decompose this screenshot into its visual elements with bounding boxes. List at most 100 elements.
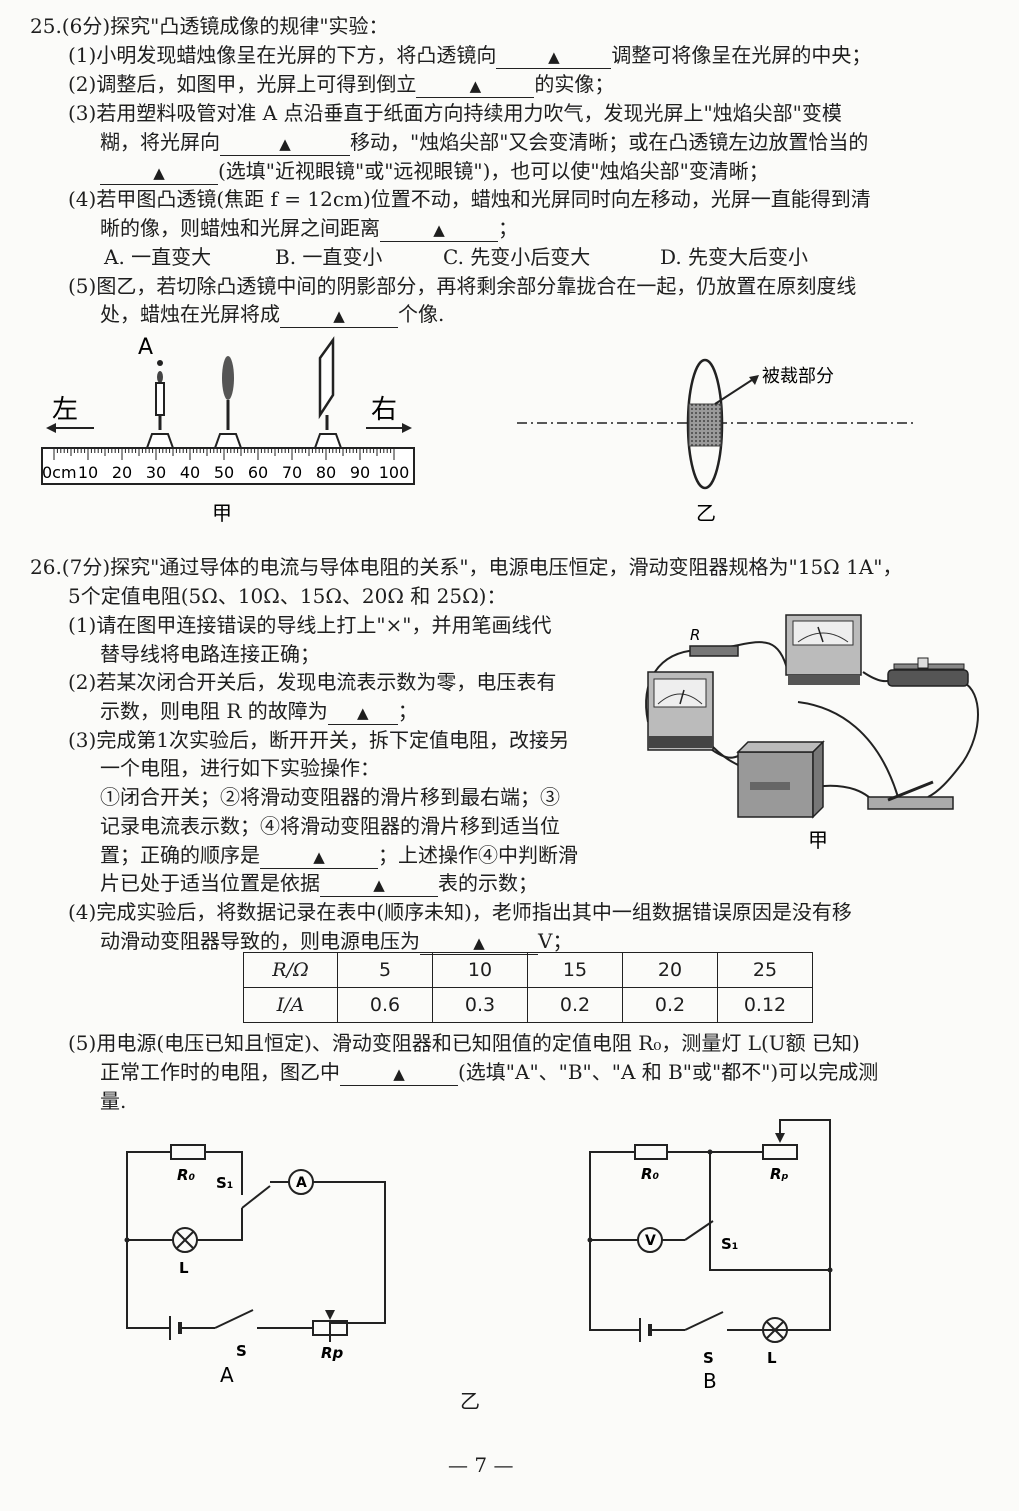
circuit-diagram-b: R₀ Rₚ V S₁ S L B	[587, 1119, 833, 1393]
q25-part5-line2: 处，蜡烛在光屏将成▲个像.	[100, 302, 445, 328]
q26-part3-line5: 置；正确的顺序是▲；上述操作④中判断滑	[100, 843, 578, 869]
q26-part5-line2: 正常工作时的电阻，图乙中▲(选填"A"、"B"、"A 和 B"或"都不")可以完…	[100, 1060, 879, 1086]
table-cell: 0.2	[622, 987, 718, 1023]
table-row: I/A 0.6 0.3 0.2 0.2 0.12	[243, 987, 813, 1023]
ruler-tick-label: 90	[350, 463, 370, 482]
switch-s	[684, 1311, 724, 1331]
s1-label: S₁	[721, 1235, 738, 1253]
q25-part3-line2: 糊，将光屏向▲移动，"烛焰尖部"又会变清晰；或在凸透镜左边放置恰当的	[100, 130, 869, 156]
q26-part3-line3: ①闭合开关；②将滑动变阻器的滑片移到最右端；③	[100, 785, 560, 809]
switch	[867, 780, 954, 810]
answer-blank[interactable]: ▲	[380, 217, 498, 242]
q25-heading: 25.(6分)探究"凸透镜成像的规律"实验：	[30, 14, 389, 38]
convex-lens	[213, 356, 243, 449]
q25-part2: (2)调整后，如图甲，光屏上可得到倒立▲的实像；	[68, 72, 615, 98]
light-screen	[313, 336, 343, 449]
table-cell: 0.3	[432, 987, 528, 1023]
ruler-tick-label: 10	[78, 463, 98, 482]
battery	[736, 740, 825, 819]
table-cell: 15	[527, 952, 623, 988]
q25-part5-line1: (5)图乙，若切除凸透镜中间的阴影部分，再将剩余部分靠拢合在一起，仍放置在原刻度…	[68, 274, 857, 298]
figure-caption-jia-2: 甲	[808, 828, 828, 852]
q25-part3-line3: ▲(选填"近视眼镜"或"远视眼镜")，也可以使"烛焰尖部"变清晰；	[100, 157, 769, 185]
candle	[145, 371, 175, 449]
figure-caption-jia: 甲	[212, 501, 232, 525]
q26-heading: 26.(7分)探究"通过导体的电流与导体电阻的关系"，电源电压恒定，滑动变阻器规…	[30, 555, 903, 579]
table-header-r: R/Ω	[243, 952, 338, 988]
ruler-tick-label: 30	[146, 463, 166, 482]
answer-blank[interactable]: ▲	[260, 844, 378, 869]
q25-part1: (1)小明发现蜡烛像呈在光屏的下方，将凸透镜向▲调整可将像呈在光屏的中央；	[68, 43, 872, 69]
table-cell: 20	[622, 952, 718, 988]
right-label: 右	[371, 395, 397, 425]
answer-blank[interactable]: ▲	[100, 160, 218, 185]
voltmeter-symbol: V	[645, 1233, 656, 1249]
q25-part4-line2: 晰的像，则蜡烛和光屏之间距离▲；	[100, 216, 518, 242]
shaded-cut-region	[688, 403, 722, 447]
table-cell: 5	[337, 952, 433, 988]
table-cell: 0.12	[717, 987, 813, 1023]
figure-caption-yi: 乙	[696, 501, 716, 525]
s1-label: S₁	[216, 1174, 233, 1192]
answer-blank[interactable]: ▲	[496, 44, 612, 69]
option-a: A. 一直变大	[104, 245, 212, 269]
resistor-r0	[170, 1144, 206, 1160]
rheostat-rp	[762, 1144, 798, 1160]
answer-blank[interactable]: ▲	[280, 303, 398, 328]
table-cell: 0.2	[527, 987, 623, 1023]
q26-part2-line1: (2)若某次闭合开关后，发现电流表示数为零，电压表有	[68, 670, 557, 694]
table-row: R/Ω 5 10 15 20 25	[243, 952, 813, 988]
switch-s1	[684, 1220, 714, 1241]
q26-part1-line1: (1)请在图甲连接错误的导线上打上"×"，并用笔画线代	[68, 613, 552, 637]
switch-label: S	[236, 1342, 247, 1360]
q26-part3-line6: 片已处于适当位置是依据▲表的示数；	[100, 871, 538, 897]
resistor-r0	[634, 1144, 668, 1160]
wire	[797, 701, 899, 798]
wire	[927, 681, 979, 798]
resistor	[689, 645, 739, 657]
q26-part3-line2: 一个电阻，进行如下实验操作：	[100, 756, 380, 780]
ruler-tick-label: 20	[112, 463, 132, 482]
answer-blank[interactable]: ▲	[320, 872, 438, 897]
ruler-tick-label: 80	[316, 463, 336, 482]
q26-part2-line2: 示数，则电阻 R 的故障为▲；	[100, 699, 418, 725]
answer-blank[interactable]: ▲	[340, 1061, 458, 1086]
q26-part5-line1: (5)用电源(电压已知且恒定)、滑动变阻器和已知阻值的定值电阻 R₀，测量灯 L…	[68, 1031, 860, 1055]
q26-heading-line2: 5个定值电阻(5Ω、10Ω、15Ω、20Ω 和 25Ω)：	[68, 584, 507, 608]
ammeter-symbol: A	[296, 1175, 307, 1191]
cut-lens-figure: 被裁部分 乙	[517, 358, 915, 525]
rheostat	[887, 657, 969, 687]
ruler-tick-label: 40	[180, 463, 200, 482]
voltmeter	[785, 614, 862, 685]
r0-label: R₀	[177, 1166, 196, 1184]
switch-s	[214, 1309, 254, 1329]
q26-part5-line3: 量.	[100, 1089, 127, 1113]
ruler-tick-label: 0cm	[42, 463, 77, 482]
answer-blank[interactable]: ▲	[327, 700, 398, 725]
resistor-label: R	[690, 626, 700, 644]
answer-blank[interactable]: ▲	[416, 73, 535, 98]
left-label: 左	[52, 395, 78, 425]
ruler-tick-label: 50	[214, 463, 234, 482]
ruler-tick-label: 60	[248, 463, 268, 482]
q26-part1-line2: 替导线将电路连接正确；	[100, 642, 320, 666]
lamp-label: L	[767, 1349, 777, 1367]
switch-label: S	[703, 1349, 714, 1367]
ruler-tick-label: 70	[282, 463, 302, 482]
option-d: D. 先变大后变小	[660, 245, 809, 269]
answer-blank[interactable]: ▲	[220, 131, 350, 156]
q25-part3-line1: (3)若用塑料吸管对准 A 点沿垂直于纸面方向持续用力吹气，发现光屏上"烛焰尖部…	[68, 101, 842, 125]
table-cell: 0.6	[337, 987, 433, 1023]
switch-s1	[241, 1185, 271, 1209]
data-table: R/Ω 5 10 15 20 25 I/A 0.6 0.3 0.2 0.2 0.…	[243, 952, 813, 1023]
ruler	[41, 447, 415, 485]
q25-part4-line1: (4)若甲图凸透镜(焦距 f = 12cm)位置不动，蜡烛和光屏同时向左移动，光…	[68, 187, 871, 211]
lamp-label: L	[179, 1259, 189, 1277]
ruler-tick-label: 100	[379, 463, 410, 482]
r0-label: R₀	[641, 1165, 660, 1183]
circuit-b-caption: B	[703, 1369, 717, 1393]
page-number: — 7 —	[448, 1453, 514, 1477]
rp-label: Rp	[321, 1344, 344, 1362]
